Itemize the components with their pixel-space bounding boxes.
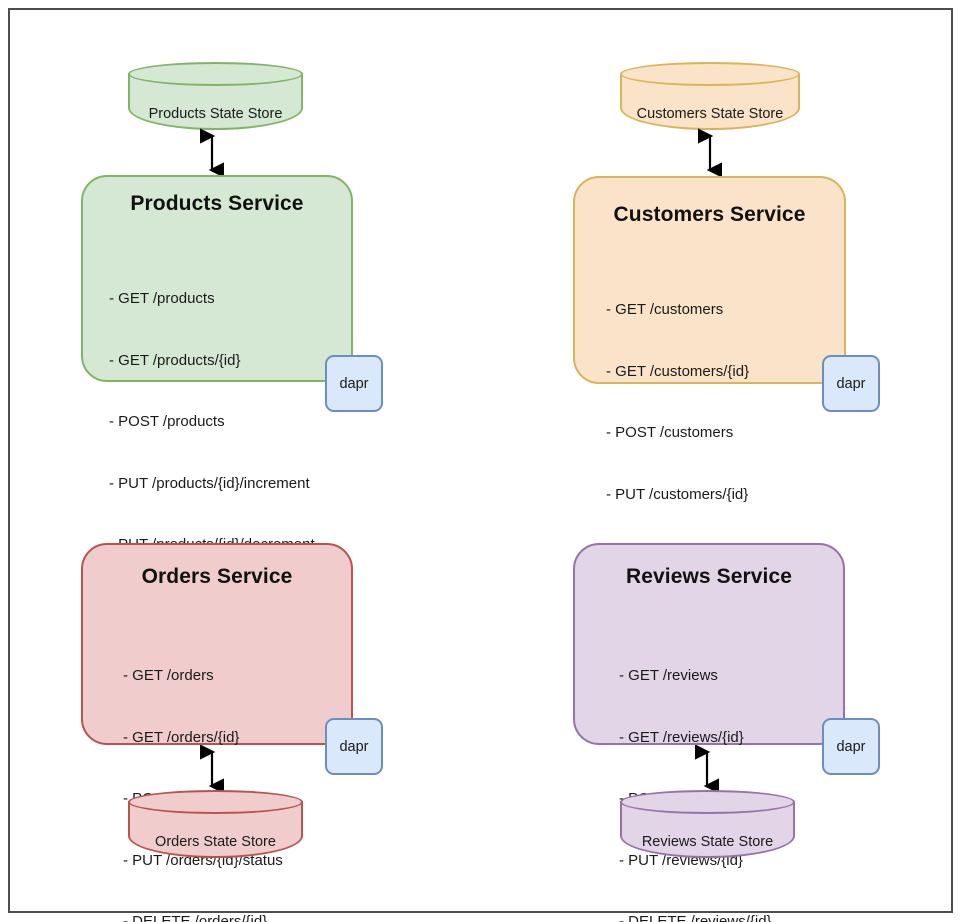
endpoint-line: - PUT /products/{id}/increment [109,474,310,492]
dapr-sidecar-reviews[interactable]: dapr [822,718,880,775]
service-title: Products Service [130,192,304,215]
dapr-label: dapr [836,738,866,755]
service-title: Customers Service [613,203,806,226]
service-title: Orders Service [141,565,293,588]
state-store-reviews[interactable]: Reviews State Store [620,790,795,858]
endpoint-line: - GET /products/{id} [109,351,241,369]
service-products[interactable]: Products Service - GET /products - GET /… [81,175,353,615]
diagram-frame [8,8,953,913]
endpoint-line: - PUT /customers/{id} [606,485,749,503]
state-store-label: Orders State Store [155,834,276,850]
cylinder-top [128,790,303,814]
endpoint-line: - GET /customers/{id} [606,362,750,380]
endpoint-line: - DELETE /reviews/{id} [619,913,772,922]
endpoint-line: - POST /customers [606,424,734,441]
service-title: Reviews Service [625,565,793,588]
endpoint-line: - DELETE /orders/{id} [123,913,268,922]
dapr-label: dapr [339,738,369,755]
state-store-label: Customers State Store [636,106,784,122]
endpoint-line: - GET /products [109,290,215,307]
endpoint-line: - POST /products [109,413,225,430]
state-store-orders[interactable]: Orders State Store [128,790,303,858]
state-store-label: Reviews State Store [641,834,774,850]
dapr-sidecar-products[interactable]: dapr [325,355,383,412]
endpoint-line: - GET /customers [606,301,724,318]
dapr-sidecar-orders[interactable]: dapr [325,718,383,775]
cylinder-top [620,62,800,86]
state-store-label: Products State Store [148,106,283,122]
state-store-products[interactable]: Products State Store [128,62,303,130]
service-customers[interactable]: Customers Service - GET /customers - GET… [573,176,846,564]
state-store-customers[interactable]: Customers State Store [620,62,800,130]
arrow-orders-service-store [200,745,224,793]
endpoint-line: - GET /orders [123,667,214,684]
cylinder-top [620,790,795,814]
endpoint-line: - GET /orders/{id} [123,728,240,746]
service-reviews[interactable]: Reviews Service - GET /reviews - GET /re… [573,543,845,922]
arrow-reviews-service-store [695,745,719,793]
arrow-products-store-service [200,128,224,178]
service-orders[interactable]: Orders Service - GET /orders - GET /orde… [81,543,353,922]
endpoint-line: - GET /reviews [619,667,718,684]
arrow-customers-store-service [698,128,722,178]
cylinder-top [128,62,303,86]
dapr-label: dapr [339,375,369,392]
endpoint-line: - GET /reviews/{id} [619,728,744,746]
dapr-label: dapr [836,375,866,392]
dapr-sidecar-customers[interactable]: dapr [822,355,880,412]
